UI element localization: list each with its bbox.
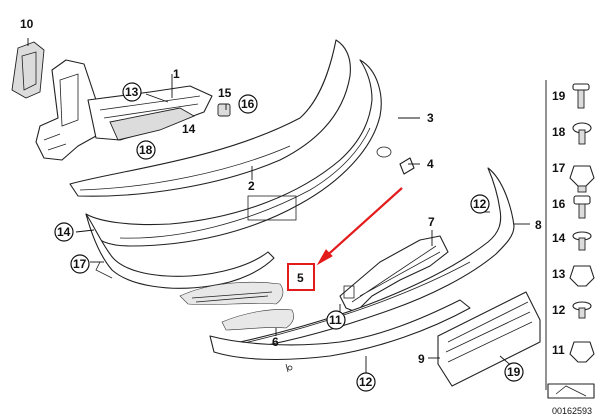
fastener-label-11: 11 [552, 343, 565, 357]
callout-16: 16 [241, 97, 255, 111]
callouts: 10 1 13 15 16 14 18 3 4 2 14 17 7 12 8 5… [20, 17, 542, 392]
fastener-label-16: 16 [552, 197, 566, 211]
nut-17-icon [569, 165, 595, 193]
callout-4: 4 [427, 157, 434, 171]
fastener-label-13: 13 [552, 267, 566, 281]
fastener-label-18: 18 [552, 125, 566, 139]
fastener-label-17: 17 [552, 161, 566, 175]
callout-14-top: 14 [182, 122, 196, 136]
callout-10: 10 [20, 17, 34, 31]
clip-11-icon [569, 341, 595, 363]
highlight-arrow [316, 187, 403, 266]
clip-15 [217, 103, 231, 117]
part-12-lower-lip [209, 299, 471, 373]
part-2-trim [69, 39, 351, 197]
bolt-16-icon [573, 195, 591, 219]
callout-11-circle [326, 310, 346, 330]
callout-12-circle-bottom [356, 372, 376, 392]
diagram-number: 00162593 [552, 406, 592, 416]
callout-12-bottom: 12 [359, 375, 373, 389]
callout-14-circle [54, 222, 74, 242]
callout-11: 11 [329, 313, 342, 327]
callout-18-circle [136, 140, 156, 160]
callout-13: 13 [125, 85, 139, 99]
part-14-valance [85, 213, 275, 289]
fastener-labels: 19 18 17 16 14 13 12 11 [552, 89, 566, 357]
screw-19-icon [572, 83, 590, 109]
nut-13-icon [569, 265, 595, 287]
part-4-clip [399, 157, 415, 175]
fastener-label-12: 12 [552, 303, 566, 317]
callout-2: 2 [248, 179, 255, 193]
screw-12-icon [572, 301, 592, 319]
callout-6: 6 [272, 335, 279, 349]
part-9-plate-bracket [437, 291, 541, 387]
callout-7: 7 [428, 215, 435, 229]
part-1-duct [87, 85, 213, 141]
part-6-reflector [221, 309, 294, 331]
callout-18: 18 [139, 143, 153, 157]
callout-17: 17 [73, 257, 87, 271]
callout-17-circle [70, 254, 90, 274]
callout-12-circle-top [470, 194, 490, 214]
callout-13-circle [122, 82, 142, 102]
callout-1: 1 [173, 67, 180, 81]
diagram-corner-icon [547, 383, 595, 399]
callout-12-top: 12 [473, 197, 487, 211]
fastener-label-14: 14 [552, 231, 566, 245]
screw-18-icon [572, 122, 592, 145]
callout-15: 15 [218, 86, 232, 100]
callout-14-bottom: 14 [57, 225, 71, 239]
callout-19: 19 [507, 365, 521, 379]
part-5-reflector [179, 281, 284, 305]
fastener-column [545, 80, 595, 399]
callout-19-circle [504, 362, 524, 382]
callout-16-circle [238, 94, 258, 114]
fastener-label-19: 19 [552, 89, 566, 103]
highlight-box [287, 263, 315, 291]
callout-5: 5 [297, 271, 304, 285]
callout-8: 8 [535, 218, 542, 232]
leader-lines [27, 38, 530, 376]
screw-14-icon [572, 231, 592, 251]
callout-9: 9 [418, 352, 425, 366]
callout-3: 3 [427, 111, 434, 125]
part-10-bracket [11, 41, 113, 161]
